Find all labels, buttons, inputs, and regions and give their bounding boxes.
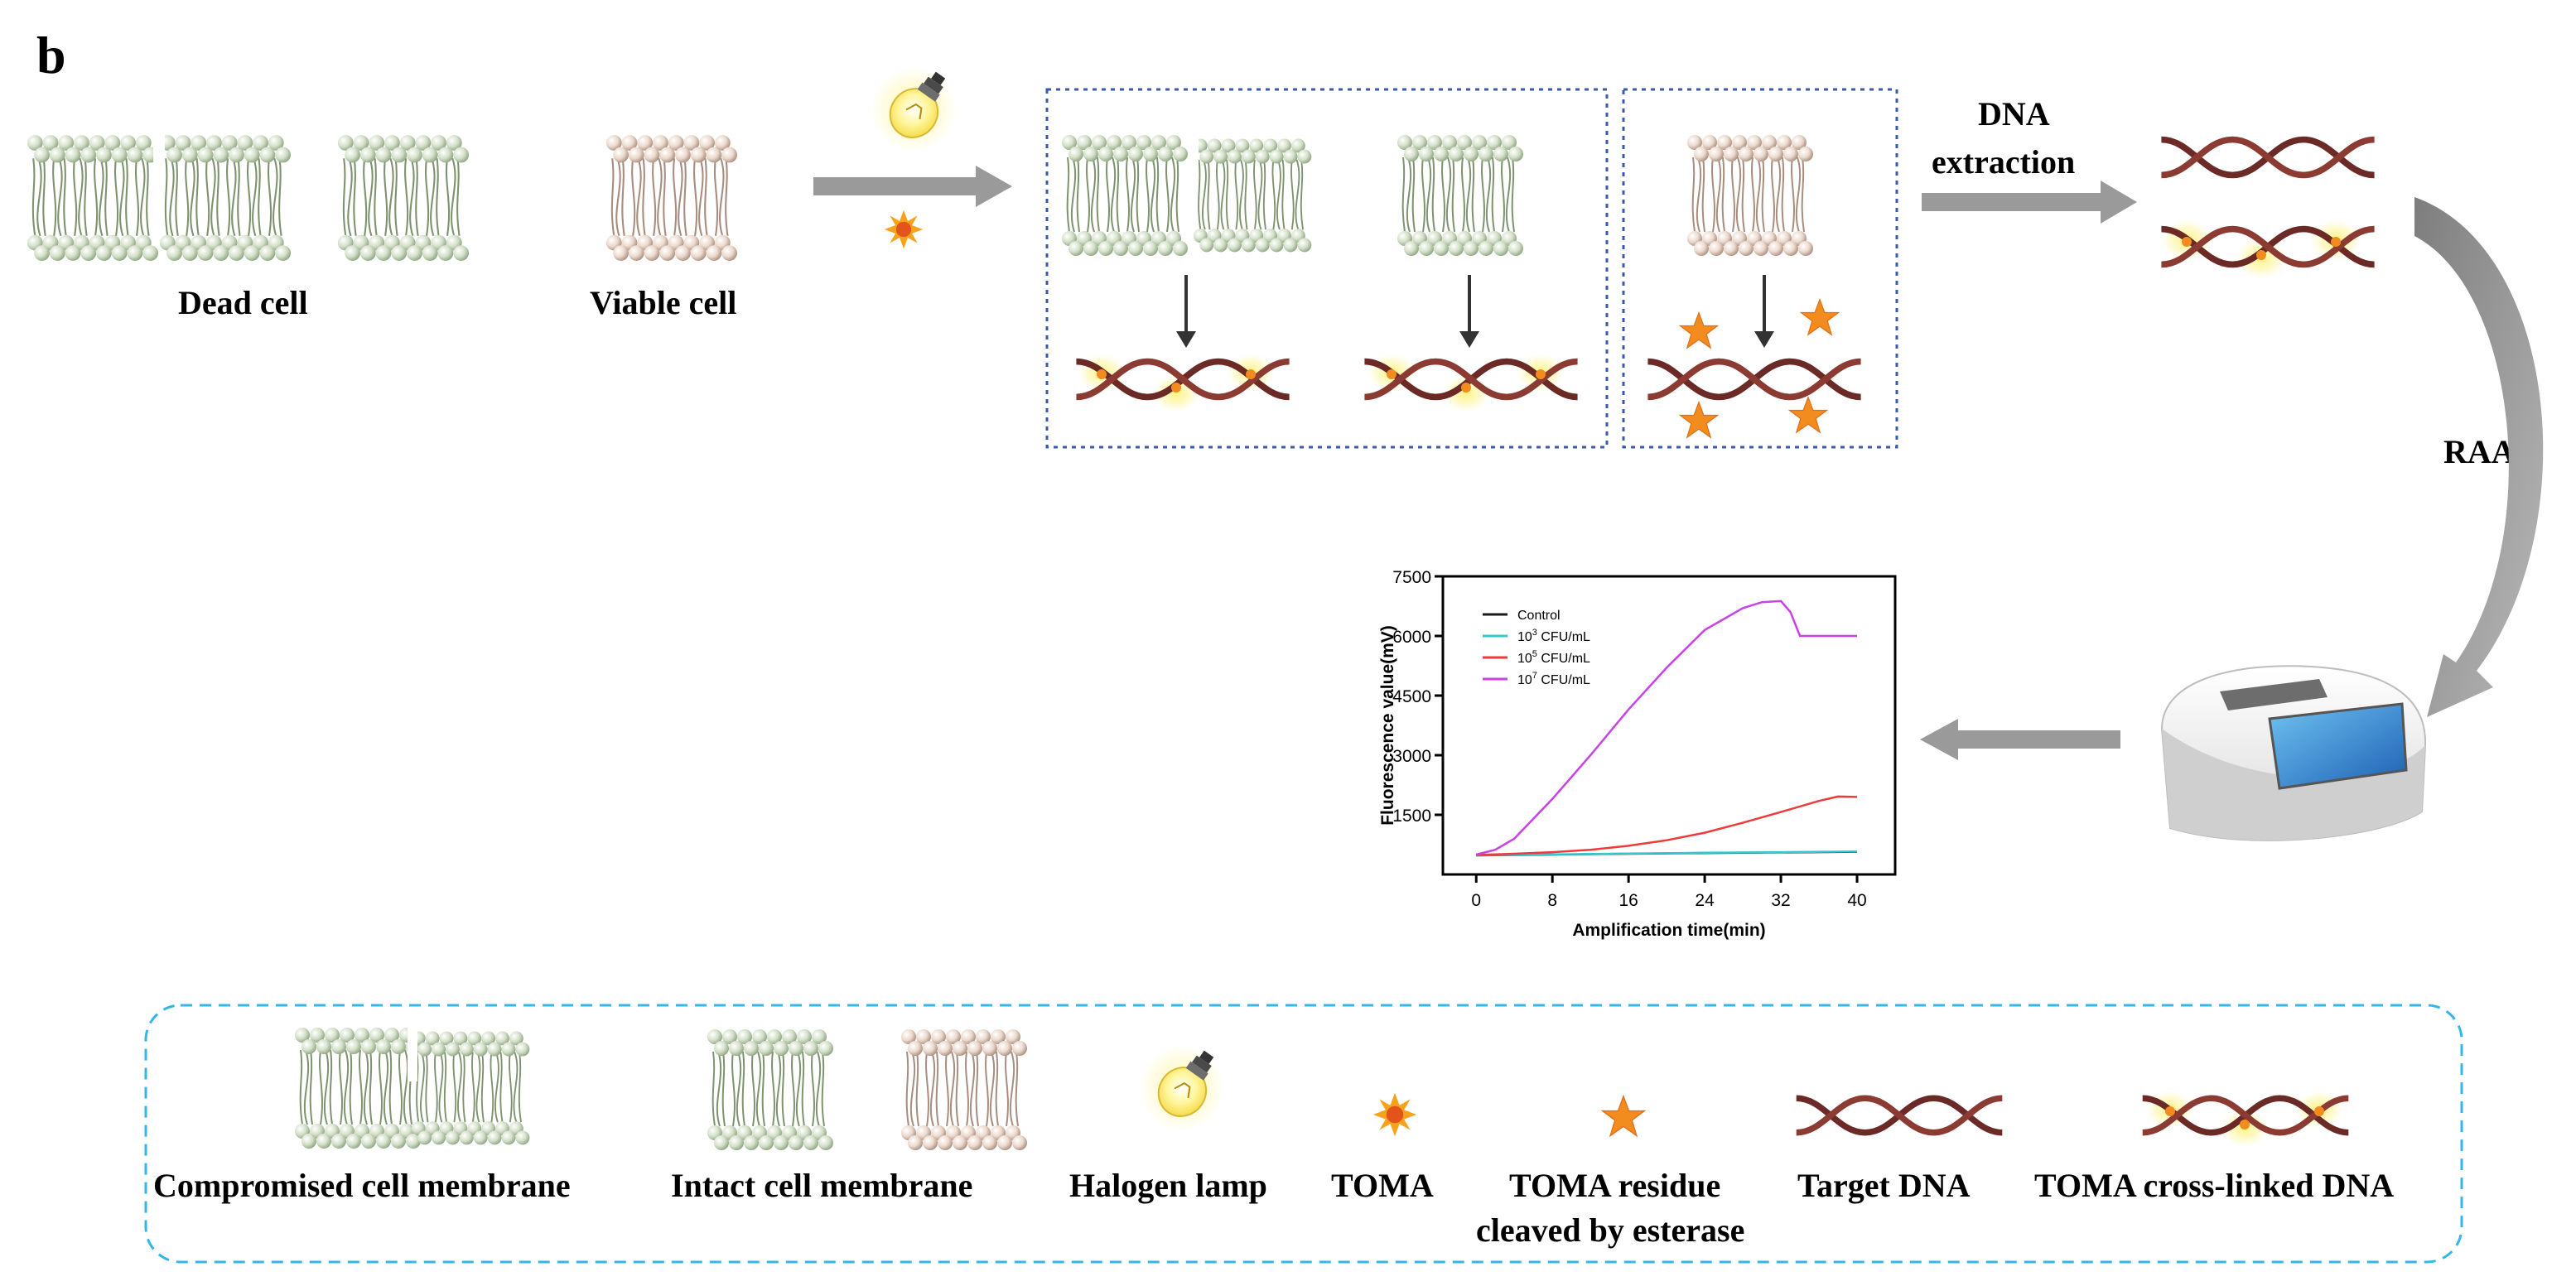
treatment-box-dead: [1045, 88, 1609, 449]
y-tick-label: 7500: [1392, 568, 1431, 587]
halogen-lamp-icon: [870, 60, 961, 153]
extracted-target-dna: [2161, 140, 2374, 176]
legend-toma-label: TOMA: [1331, 1167, 1434, 1204]
legend-target-dna-icon: [1797, 1098, 2003, 1132]
legend-crosslinked-label: TOMA cross-linked DNA: [2034, 1167, 2395, 1204]
raa-label: RAA: [2443, 433, 2516, 470]
legend-intact-dead-icon: [706, 1028, 835, 1151]
crosslinked-dna-box1a: [1076, 353, 1289, 413]
x-tick-label: 32: [1771, 891, 1790, 910]
treatment-box-viable: [1622, 88, 1898, 449]
legend-compromised-icon-a: [293, 1026, 422, 1149]
series-line-1: [1476, 850, 1858, 856]
viable-cell-label: Viable cell: [590, 284, 737, 321]
legend-halogen-label: Halogen lamp: [1069, 1167, 1267, 1204]
legend-entry-1: 103 CFU/mL: [1517, 628, 1590, 644]
dead-cell-membrane-group: [26, 128, 470, 262]
dead-cell-label: Dead cell: [178, 284, 308, 321]
x-tick-label: 40: [1847, 891, 1866, 910]
legend-compromised-icon-b: [410, 1030, 531, 1146]
y-tick-label: 6000: [1392, 628, 1431, 647]
arrow-to-treatment: [813, 166, 1012, 207]
raa-device-icon: [2160, 665, 2427, 841]
legend-residue-label-line1: TOMA residue: [1509, 1167, 1721, 1204]
legend-entry-3: 107 CFU/mL: [1517, 671, 1590, 687]
extracted-crosslinked-dna: [2160, 219, 2375, 280]
series-line-3: [1475, 600, 1857, 856]
curved-arrow-raa: [2414, 197, 2544, 717]
series-line-2: [1476, 795, 1858, 856]
toma-icon: [884, 210, 924, 249]
legend-target-dna-label: Target DNA: [1797, 1167, 1971, 1204]
y-tick-label: 1500: [1392, 807, 1431, 826]
legend-toma-icon: [1372, 1092, 1417, 1137]
dna-extraction-label-line1: DNA: [1978, 95, 2050, 132]
chart-x-axis-label: Amplification time(min): [1572, 921, 1765, 940]
x-tick-label: 8: [1547, 891, 1557, 910]
legend-crosslinked-dna-icon: [2143, 1090, 2349, 1148]
chart-plot-frame: [1441, 575, 1897, 876]
fluorescence-chart: 1500 3000 4500 6000 7500 0 8 16 24 32 40 Control 1…: [1378, 568, 1897, 940]
panel-label: b: [36, 26, 66, 84]
y-tick-label: 4500: [1392, 687, 1431, 706]
legend-box: [144, 1004, 2463, 1264]
crosslinked-dna-box1b: [1364, 353, 1577, 413]
legend-intact-label: Intact cell membrane: [671, 1167, 973, 1204]
target-dna-box2: [1647, 362, 1860, 397]
legend-residue-label-line2: cleaved by esterase: [1476, 1211, 1745, 1249]
y-tick-label: 3000: [1392, 747, 1431, 766]
arrow-to-chart: [1920, 719, 2120, 760]
x-tick-label: 0: [1471, 891, 1481, 910]
legend-intact-viable-icon: [900, 1028, 1029, 1151]
viable-cell-membrane: [605, 133, 739, 262]
arrow-dna-extraction: [1922, 181, 2137, 224]
dna-extraction-label-line2: extraction: [1932, 143, 2076, 181]
x-tick-label: 24: [1695, 891, 1715, 910]
legend-entry-2: 105 CFU/mL: [1517, 649, 1590, 666]
legend-compromised-label: Compromised cell membrane: [153, 1167, 571, 1204]
legend-toma-residue-icon: [1602, 1096, 1645, 1137]
x-tick-label: 16: [1618, 891, 1638, 910]
legend-halogen-lamp-icon: [1138, 1039, 1229, 1132]
chart-y-axis-label: Fluorescence value(mV): [1378, 625, 1397, 826]
legend-entry-0: Control: [1517, 609, 1561, 623]
